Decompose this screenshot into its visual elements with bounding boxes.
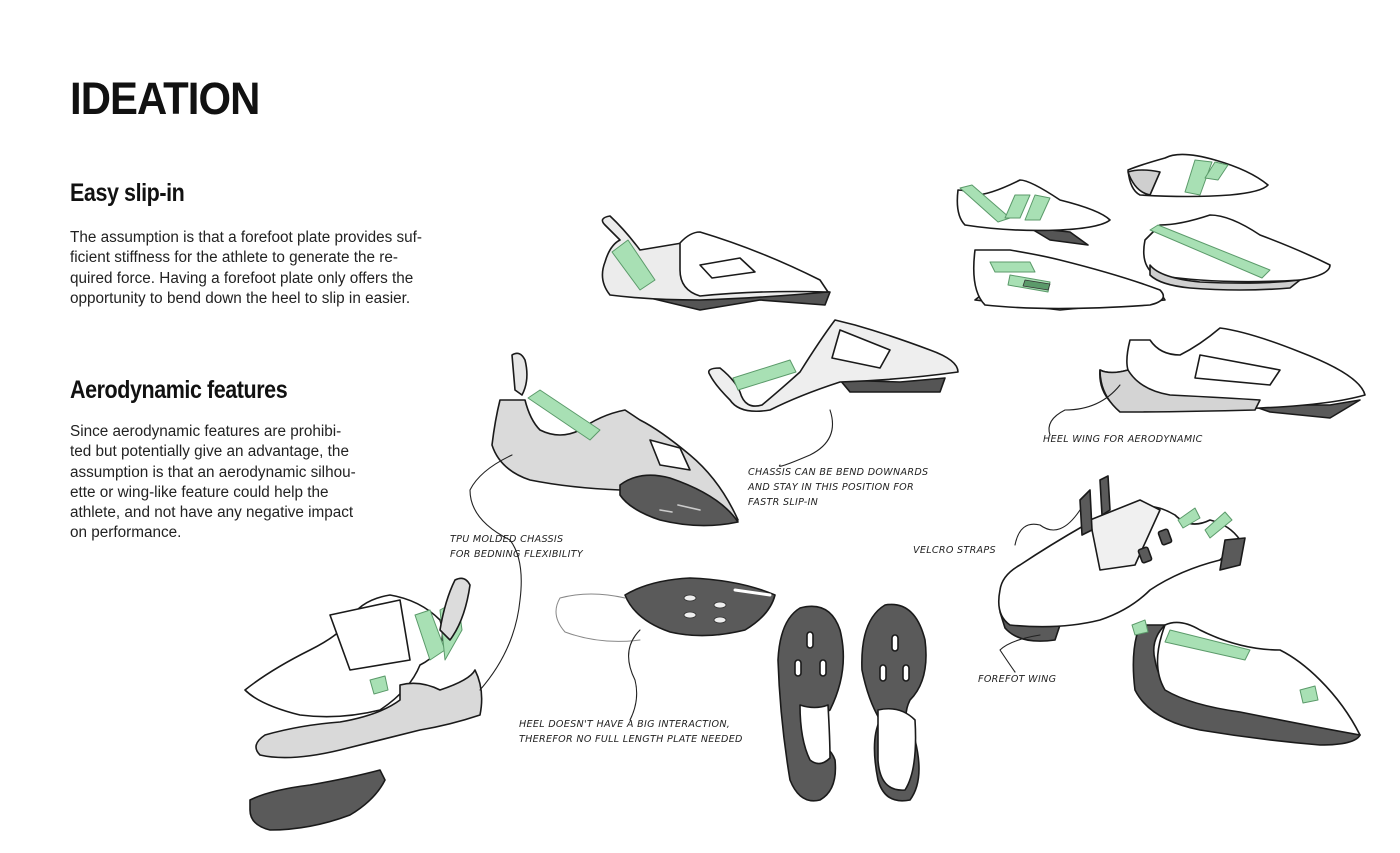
page-title: IDEATION — [70, 73, 260, 124]
annotation-line: VELCRO STRAPS — [913, 545, 996, 556]
sketch-chassis-bend — [707, 319, 959, 413]
sketch-forefoot-wing — [1131, 619, 1361, 746]
annotation-line: CHASSIS CAN BE BEND DOWNARDS — [748, 467, 929, 478]
sketch-soles — [777, 603, 927, 802]
annotation-line: TPU MOLDED CHASSIS — [450, 534, 564, 545]
text-line: opportunity to bend down the heel to sli… — [70, 289, 411, 307]
annotation-forefoot-wing: FOREFOT WING — [978, 672, 1056, 687]
text-line: athlete, and not have any negative impac… — [70, 504, 354, 522]
annotation-line: FASTR SLIP-IN — [748, 497, 819, 508]
section-body-easy-slip-in: The assumption is that a forefoot plate … — [70, 228, 422, 309]
text-line: ette or wing-like feature could help the — [70, 483, 329, 501]
sketch-slipin-top — [601, 215, 831, 311]
text-line: The assumption is that a forefoot plate … — [70, 229, 423, 246]
annotation-line: THEREFOR NO FULL LENGTH PLATE NEEDED — [519, 734, 743, 745]
sketch-cluster-top-right — [956, 153, 1331, 311]
sketch-exploded — [244, 577, 483, 831]
annotation-heel-wing: HEEL WING FOR AERODYNAMIC — [1043, 432, 1203, 447]
section-body-aerodynamic: Since aerodynamic features are prohibi- … — [70, 422, 356, 544]
section-heading-easy-slip-in: Easy slip-in — [70, 179, 185, 207]
annotation-tpu-chassis: TPU MOLDED CHASSIS FOR BEDNING FLEXIBILI… — [450, 532, 583, 562]
sketch-heel-wing — [1099, 327, 1366, 419]
text-line: on performance. — [70, 524, 182, 542]
annotation-heel-plate: HEEL DOESN'T HAVE A BIG INTERACTION, THE… — [519, 717, 743, 747]
text-line: quired force. Having a forefoot plate on… — [70, 269, 414, 287]
text-line: ficient stiffness for the athlete to gen… — [70, 249, 398, 267]
sketch-tpu-chassis — [491, 352, 739, 527]
annotation-line: HEEL WING FOR AERODYNAMIC — [1043, 434, 1203, 445]
annotation-line: HEEL DOESN'T HAVE A BIG INTERACTION, — [519, 719, 731, 730]
text-line: ted but potentially give an advantage, t… — [70, 443, 349, 461]
sketch-heel-plate — [555, 577, 776, 642]
leader-lines — [469, 384, 1121, 721]
annotation-line: AND STAY IN THIS POSITION FOR — [748, 482, 914, 493]
annotation-velcro: VELCRO STRAPS — [913, 543, 996, 558]
sketch-velcro — [997, 475, 1246, 642]
annotation-line: FOR BEDNING FLEXIBILITY — [450, 549, 584, 560]
section-heading-aerodynamic: Aerodynamic features — [70, 376, 288, 404]
text-line: Since aerodynamic features are prohibi- — [70, 423, 342, 440]
text-line: assumption is that an aerodynamic silhou… — [70, 463, 356, 481]
annotation-line: FOREFOT WING — [978, 674, 1057, 685]
annotation-chassis-bend: CHASSIS CAN BE BEND DOWNARDS AND STAY IN… — [748, 465, 928, 510]
